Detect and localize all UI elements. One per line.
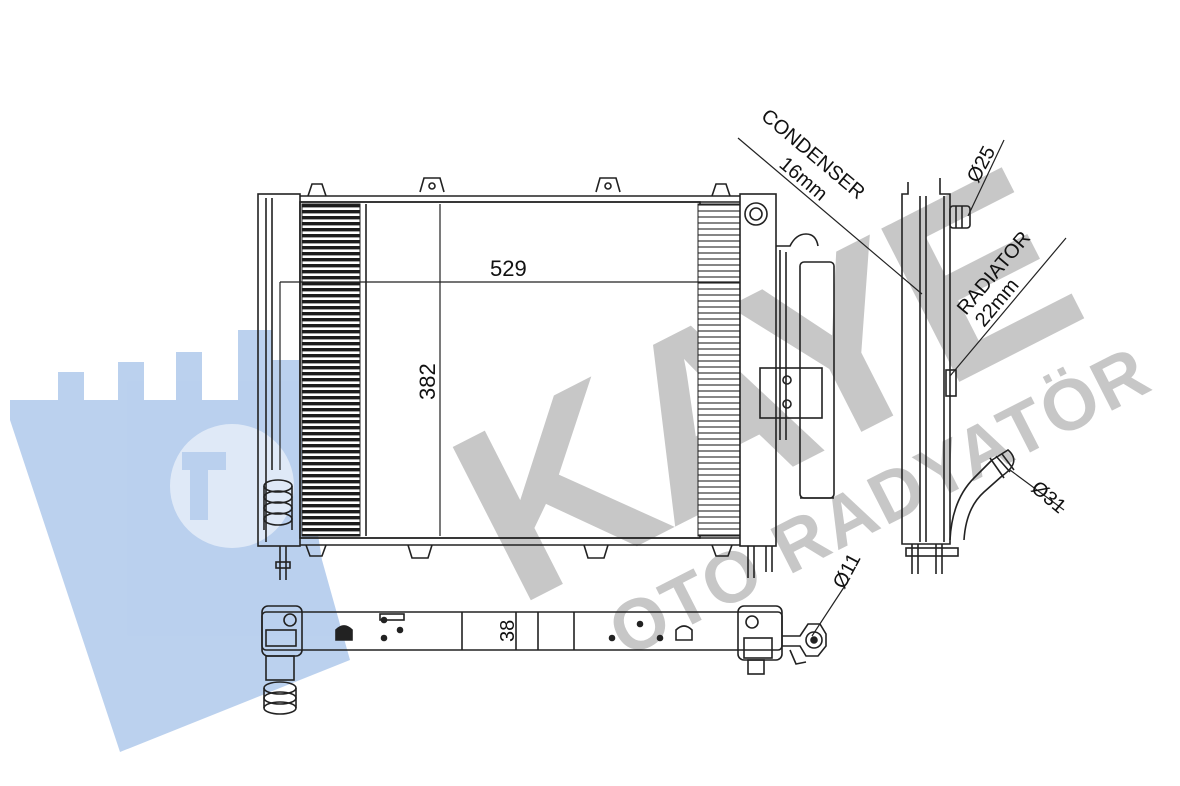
side-view (901, 178, 1015, 574)
dimension-height: 382 (415, 363, 440, 400)
dimension-pipe-31: Ø31 (1027, 477, 1070, 518)
dimension-width: 529 (490, 256, 527, 281)
bottom-mounting-tabs (305, 544, 733, 559)
castle-logo-icon (10, 330, 350, 752)
front-view (257, 177, 835, 580)
upper-pipe-stub (949, 205, 971, 229)
watermark-logo (10, 330, 350, 752)
watermark-text: KAYE OTO RADYATÖR (413, 116, 1163, 673)
dimension-thickness: 38 (497, 620, 519, 642)
lower-curved-hose (949, 449, 1015, 541)
leader-lines (737, 137, 1067, 637)
core-fins-right (697, 203, 741, 537)
core-fins-left (301, 203, 361, 537)
filler-cap (744, 202, 768, 226)
right-tank (739, 193, 777, 547)
dimension-lines-front (279, 204, 740, 536)
top-mounting-tabs (307, 177, 731, 197)
bottom-left-hose (263, 655, 297, 715)
left-lower-hose (263, 479, 293, 530)
bottom-view (261, 605, 827, 715)
receiver-drier (759, 233, 835, 499)
drain-plug (782, 623, 827, 665)
